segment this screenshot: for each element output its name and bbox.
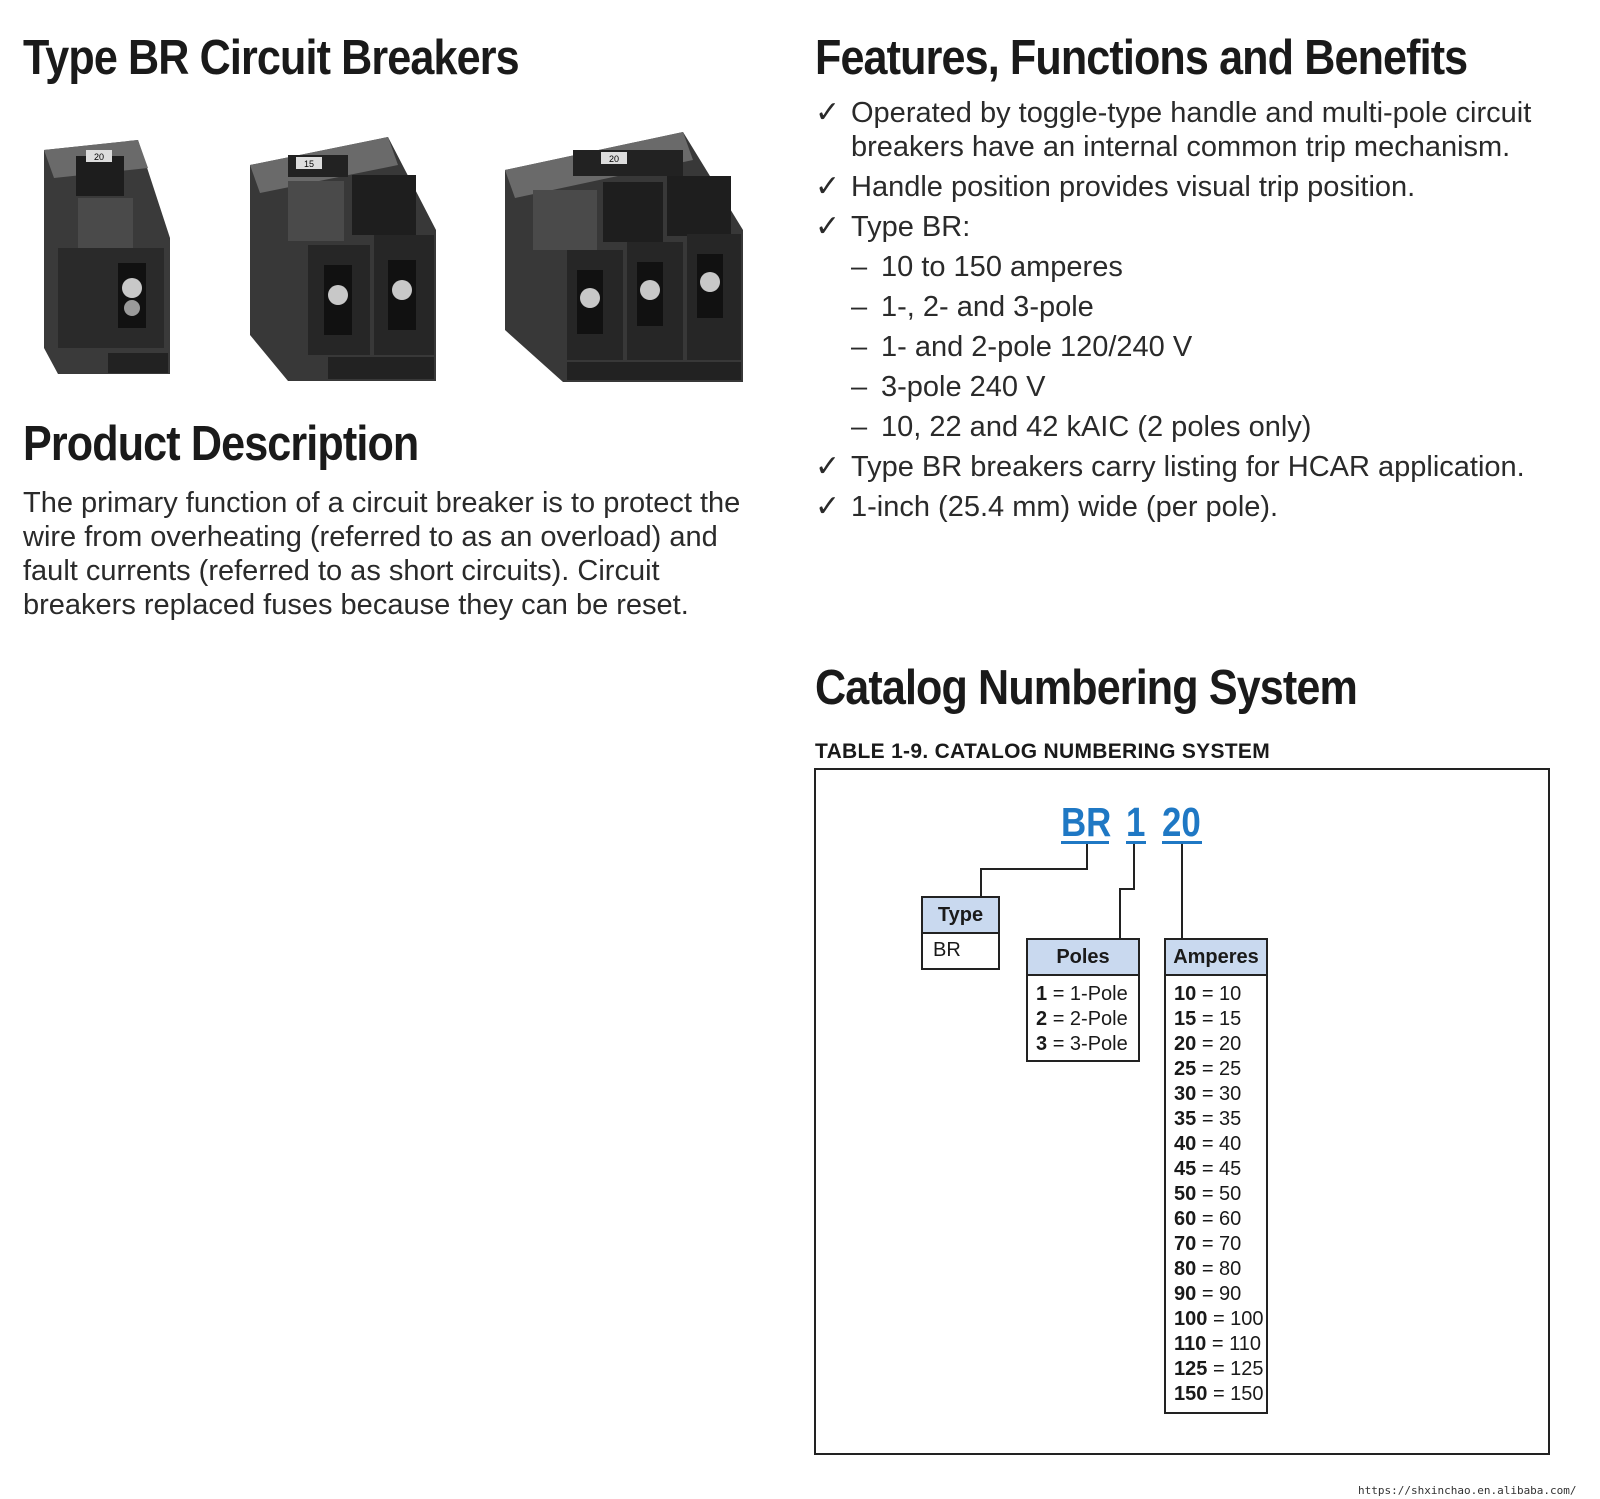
feature-subitem: – 10 to 150 amperes bbox=[851, 250, 1575, 284]
feature-text: Type BR breakers carry listing for HCAR … bbox=[851, 451, 1525, 483]
code-underline bbox=[1061, 841, 1109, 844]
dash-glyph: – bbox=[851, 291, 868, 323]
amperes-row: 50 = 50 bbox=[1174, 1183, 1242, 1205]
type-box-header: Type bbox=[923, 898, 998, 934]
connector-line bbox=[980, 868, 982, 898]
checkmark-icon: ✓ bbox=[815, 170, 841, 203]
amperes-box-header: Amperes bbox=[1166, 940, 1266, 976]
feature-subitem: – 10, 22 and 42 kAIC (2 poles only) bbox=[851, 410, 1575, 444]
feature-subitem: – 1- and 2-pole 120/240 V bbox=[851, 330, 1575, 364]
checkmark-icon: ✓ bbox=[815, 210, 841, 243]
amperes-row: 40 = 40 bbox=[1174, 1133, 1242, 1155]
feature-text: 1-inch (25.4 mm) wide (per pole). bbox=[851, 491, 1279, 523]
poles-row: 3 = 3-Pole bbox=[1036, 1033, 1128, 1055]
poles-box-header: Poles bbox=[1028, 940, 1138, 976]
table-caption: TABLE 1-9. CATALOG NUMBERING SYSTEM bbox=[815, 740, 1271, 763]
amperes-row: 150 = 150 bbox=[1174, 1383, 1264, 1405]
amperes-row: 35 = 35 bbox=[1174, 1108, 1242, 1130]
code-underline bbox=[1126, 841, 1146, 844]
amperes-row: 125 = 125 bbox=[1174, 1358, 1264, 1380]
catalog-heading: Catalog Numbering System bbox=[815, 661, 1358, 715]
feature-subitem-text: 1- and 2-pole 120/240 V bbox=[881, 331, 1193, 363]
feature-subitem: – 3-pole 240 V bbox=[851, 370, 1575, 404]
dash-glyph: – bbox=[851, 251, 868, 283]
dash-glyph: – bbox=[851, 331, 868, 363]
catalog-diagram-frame: BR 1 20 Type BR Poles 1 = 1-Pole 2 = 2-P… bbox=[814, 768, 1550, 1455]
poles-box: Poles 1 = 1-Pole 2 = 2-Pole 3 = 3-Pole bbox=[1026, 938, 1140, 1062]
amperes-row: 100 = 100 bbox=[1174, 1308, 1264, 1330]
amperes-row: 90 = 90 bbox=[1174, 1283, 1242, 1305]
breaker-rating-label: 15 bbox=[304, 159, 314, 169]
amperes-row: 80 = 80 bbox=[1174, 1258, 1242, 1280]
dash-glyph: – bbox=[851, 371, 868, 403]
features-list: ✓ Operated by toggle-type handle and mul… bbox=[815, 96, 1575, 530]
product-description-heading: Product Description bbox=[23, 417, 419, 471]
feature-item: ✓ 1-inch (25.4 mm) wide (per pole). bbox=[815, 490, 1575, 524]
feature-subitem: – 1-, 2- and 3-pole bbox=[851, 290, 1575, 324]
three-pole-breaker-image: 20 bbox=[503, 130, 746, 386]
feature-subitem-text: 10, 22 and 42 kAIC (2 poles only) bbox=[881, 411, 1312, 443]
feature-subitem-text: 3-pole 240 V bbox=[881, 371, 1046, 403]
feature-text: Operated by toggle-type handle and multi… bbox=[851, 97, 1532, 163]
amperes-row: 70 = 70 bbox=[1174, 1233, 1242, 1255]
amperes-box: Amperes 10 = 10 15 = 15 20 = 20 25 = 25 … bbox=[1164, 938, 1268, 1414]
poles-row: 1 = 1-Pole bbox=[1036, 983, 1128, 1005]
code-part-poles: 1 bbox=[1126, 799, 1146, 845]
feature-item: ✓ Type BR breakers carry listing for HCA… bbox=[815, 450, 1575, 484]
checkmark-icon: ✓ bbox=[815, 450, 841, 483]
code-underline bbox=[1162, 841, 1202, 844]
connector-line bbox=[1119, 888, 1135, 890]
amperes-row: 10 = 10 bbox=[1174, 983, 1242, 1005]
amperes-row: 60 = 60 bbox=[1174, 1208, 1242, 1230]
connector-line bbox=[1181, 844, 1183, 940]
code-part-amperes: 20 bbox=[1162, 799, 1201, 845]
amperes-box-rows: 10 = 10 15 = 15 20 = 20 25 = 25 30 = 30 … bbox=[1166, 976, 1266, 1413]
poles-row: 2 = 2-Pole bbox=[1036, 1008, 1128, 1030]
connector-line bbox=[980, 868, 1088, 870]
two-pole-breaker-image: 15 bbox=[248, 135, 438, 385]
feature-item: ✓ Operated by toggle-type handle and mul… bbox=[815, 96, 1575, 164]
checkmark-icon: ✓ bbox=[815, 96, 841, 129]
code-part-type: BR bbox=[1061, 799, 1112, 845]
feature-subitem-text: 10 to 150 amperes bbox=[881, 251, 1123, 283]
breaker-rating-label: 20 bbox=[609, 154, 619, 164]
type-box: Type BR bbox=[921, 896, 1000, 970]
connector-line bbox=[1119, 888, 1121, 940]
page-title: Type BR Circuit Breakers bbox=[23, 31, 520, 85]
poles-box-rows: 1 = 1-Pole 2 = 2-Pole 3 = 3-Pole bbox=[1028, 976, 1138, 1063]
amperes-row: 15 = 15 bbox=[1174, 1008, 1242, 1030]
amperes-row: 45 = 45 bbox=[1174, 1158, 1242, 1180]
source-url[interactable]: https://shxinchao.en.alibaba.com/ bbox=[1358, 1484, 1577, 1497]
product-description-text: The primary function of a circuit breake… bbox=[23, 487, 741, 621]
type-box-value: BR bbox=[933, 939, 961, 961]
connector-line bbox=[1133, 844, 1135, 890]
single-pole-breaker-image: 20 bbox=[38, 138, 173, 380]
connector-line bbox=[1086, 844, 1088, 870]
feature-text: Type BR: bbox=[851, 211, 971, 243]
amperes-row: 25 = 25 bbox=[1174, 1058, 1242, 1080]
feature-item: ✓ Type BR: bbox=[815, 210, 1575, 244]
features-heading: Features, Functions and Benefits bbox=[815, 31, 1468, 85]
amperes-row: 30 = 30 bbox=[1174, 1083, 1242, 1105]
feature-text: Handle position provides visual trip pos… bbox=[851, 171, 1416, 203]
amperes-row: 20 = 20 bbox=[1174, 1033, 1242, 1055]
dash-glyph: – bbox=[851, 411, 868, 443]
checkmark-icon: ✓ bbox=[815, 490, 841, 523]
feature-item: ✓ Handle position provides visual trip p… bbox=[815, 170, 1575, 204]
breaker-rating-label: 20 bbox=[94, 152, 104, 162]
feature-subitem-text: 1-, 2- and 3-pole bbox=[881, 291, 1094, 323]
amperes-row: 110 = 110 bbox=[1174, 1333, 1261, 1355]
